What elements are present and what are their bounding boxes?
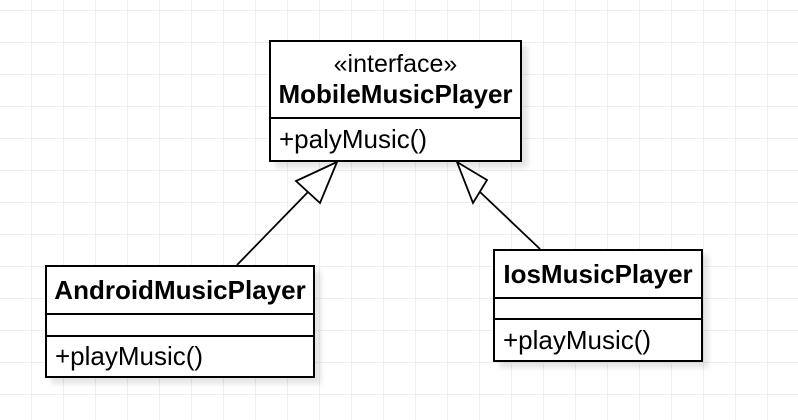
method-label: +playMusic() [55,341,204,371]
class-methods-compartment: +playMusic() [47,335,313,376]
class-name-label: IosMusicPlayer [503,259,693,289]
stereotype-label: «interface» [333,50,458,78]
uml-class-mobile-music-player[interactable]: «interface» MobileMusicPlayer +palyMusic… [269,40,522,162]
class-title-compartment: AndroidMusicPlayer [47,267,313,313]
hollow-triangle-arrowhead-icon [294,160,339,205]
hollow-triangle-arrowhead-icon [455,159,489,206]
class-attributes-compartment-empty [47,313,313,335]
generalization-edge-ios-to-interface[interactable] [455,159,541,250]
class-title-compartment: «interface» MobileMusicPlayer [271,42,520,117]
uml-class-ios-music-player[interactable]: IosMusicPlayer +playMusic() [493,249,703,362]
class-name-label: AndroidMusicPlayer [54,275,306,305]
edge-line[interactable] [479,191,541,250]
class-name-label: MobileMusicPlayer [278,79,513,109]
class-title-compartment: IosMusicPlayer [495,251,701,297]
method-label: +playMusic() [503,324,652,355]
method-label: +palyMusic() [279,124,428,154]
edge-line[interactable] [236,191,309,266]
class-methods-compartment: +palyMusic() [271,117,520,160]
class-methods-compartment: +playMusic() [495,318,701,360]
class-attributes-compartment-empty [495,297,701,318]
generalization-edge-android-to-interface[interactable] [236,160,339,266]
uml-class-android-music-player[interactable]: AndroidMusicPlayer +playMusic() [45,265,315,378]
